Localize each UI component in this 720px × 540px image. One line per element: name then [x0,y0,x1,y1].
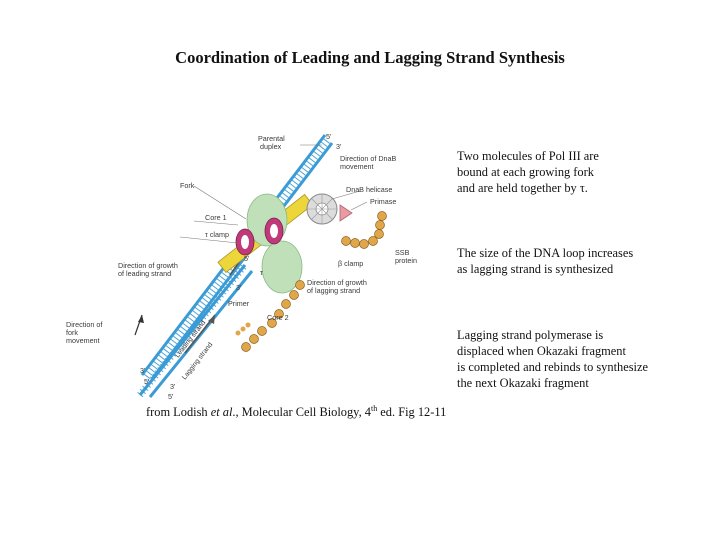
primase [339,204,353,222]
dnab-helicase [306,193,338,225]
beta-clamp-core1 [235,228,255,256]
three-prime-mid-label: 3' [236,283,242,292]
three-prime-top-label: 3' [336,142,342,151]
leader-lines [179,144,368,244]
core1-label: Core 1 [205,213,227,222]
citation: from Lodish et al., Molecular Cell Biolo… [146,403,447,419]
note-okazaki: Lagging strand polymerase is displaced w… [457,328,648,390]
primase-label: Primase [370,197,396,206]
three-prime-bottom-label: 3' [140,366,146,375]
five-prime-bottom-a-label: 5' [144,377,150,386]
three-prime-bottom-b-label: 3' [170,382,176,391]
core2-label: Core 2 [267,313,289,322]
note-pol3-tau: Two molecules of Pol III are bound at ea… [457,149,599,195]
fork-label: Fork [180,181,195,190]
tau-label: τ [260,268,263,277]
beta-clamp-core2 [264,217,284,245]
five-prime-mid-label: 5' [244,254,250,263]
parental-duplex-label: Parental duplex [258,134,287,151]
dnab-helicase-label: DnaB helicase [346,185,392,194]
fork-direction-arrow [134,314,144,336]
beta-clamp-label: β clamp [338,259,363,268]
note-dna-loop: The size of the DNA loop increases as la… [457,246,634,276]
five-prime-bottom-b-label: 5' [168,392,174,401]
primer-label: Primer [228,299,250,308]
ssb-coated-lagging-loop [241,211,387,352]
five-prime-top-label: 5' [326,132,332,141]
core2-polymerase [261,240,303,294]
slide-title: Coordination of Leading and Lagging Stra… [175,48,565,67]
tau-clamp-label: τ clamp [205,230,229,239]
lagging-strand-arrow [184,314,216,354]
primer [235,322,251,336]
